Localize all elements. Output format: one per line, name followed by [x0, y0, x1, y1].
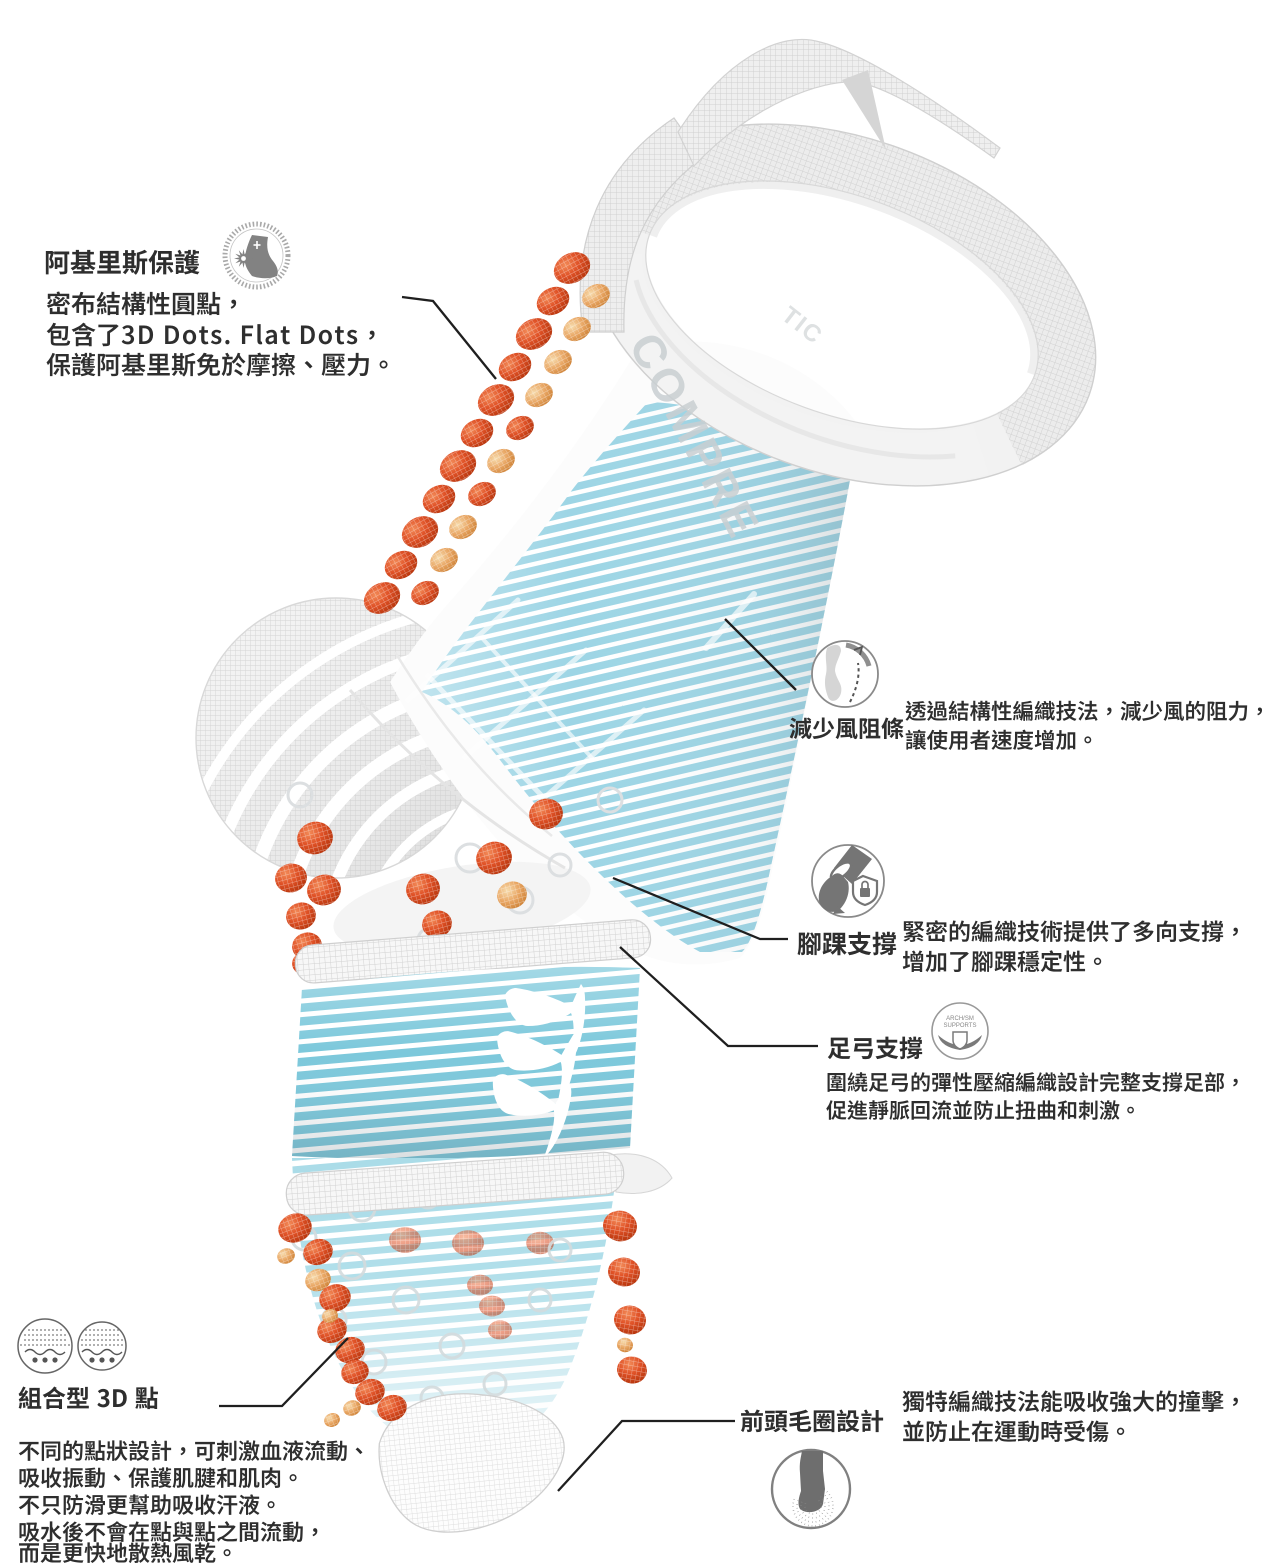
svg-text:SUPPORTS: SUPPORTS [944, 1023, 977, 1029]
svg-text:ARCH/SM: ARCH/SM [946, 1016, 974, 1022]
